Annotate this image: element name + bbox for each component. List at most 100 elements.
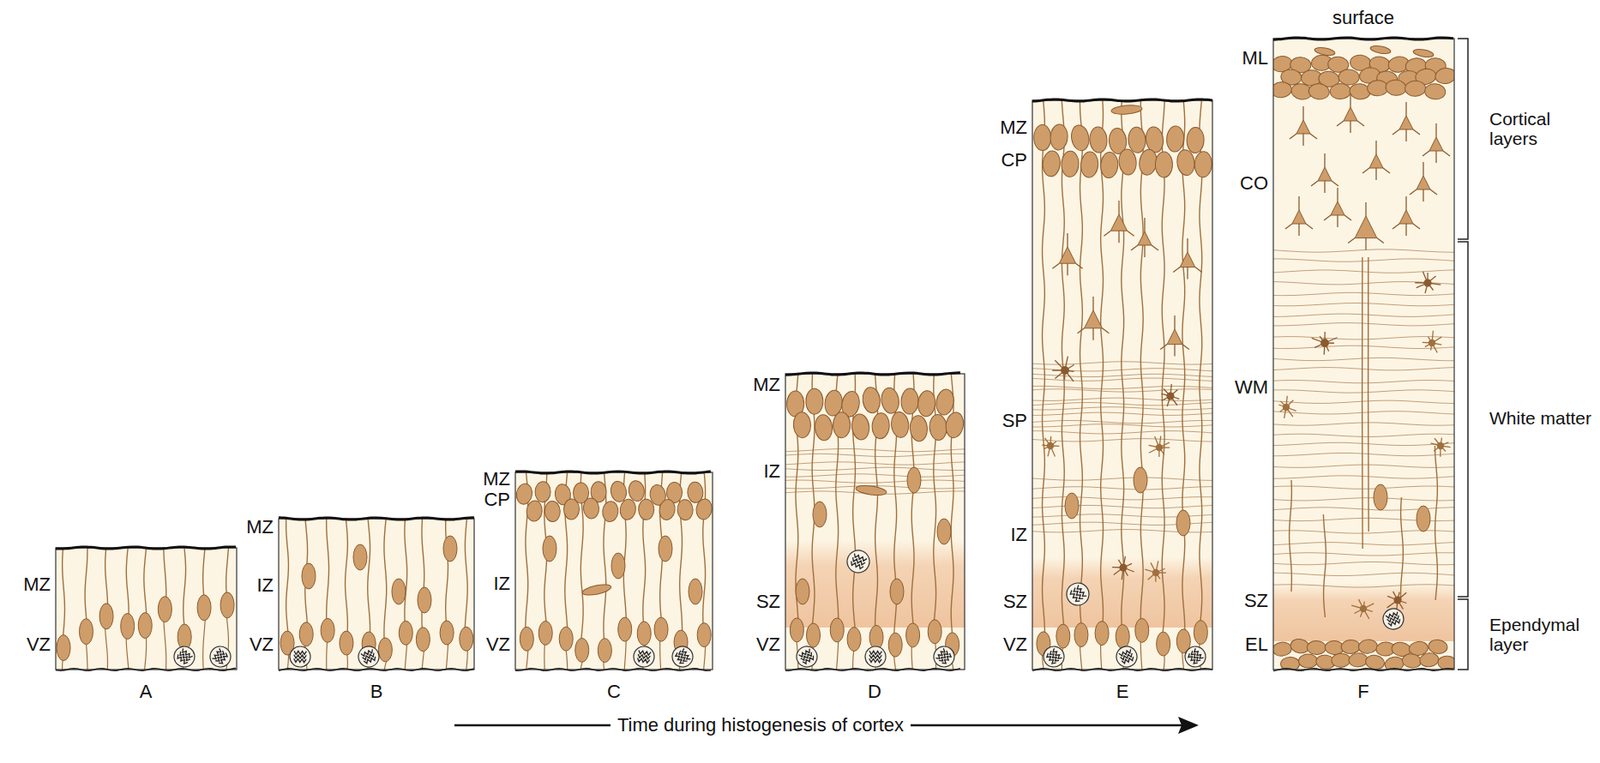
mitotic-cell-outline — [793, 643, 822, 670]
cell-body — [944, 410, 965, 440]
dendrite — [1076, 263, 1083, 269]
mitotic-cell — [631, 644, 656, 668]
radial-fiber — [1079, 645, 1082, 670]
bracket — [1457, 599, 1468, 670]
cell-body — [609, 480, 629, 504]
cell-body — [1338, 68, 1360, 85]
axon-fiber — [1273, 380, 1455, 384]
dendrite — [1118, 200, 1119, 215]
chromosome — [637, 649, 651, 656]
radial-fiber — [1140, 640, 1143, 670]
chromosome — [218, 653, 229, 666]
zone-label: SZ — [756, 591, 781, 613]
cell-body — [601, 500, 620, 524]
pyramidal-neuron — [1130, 217, 1159, 258]
chromosome — [802, 655, 816, 665]
cell-body — [1049, 123, 1069, 151]
glial-soma — [1423, 278, 1432, 287]
soma — [1416, 175, 1431, 190]
axon-fiber — [1273, 357, 1455, 361]
glial-cell — [1278, 396, 1296, 419]
dendrite — [1422, 150, 1430, 157]
axon — [1186, 267, 1188, 280]
dendrite — [1130, 245, 1138, 251]
zone-label: IZ — [1010, 524, 1028, 546]
axon-fiber — [1273, 553, 1455, 556]
chromosome — [1388, 619, 1402, 626]
cell-body — [861, 386, 882, 415]
zone-label: ML — [1241, 48, 1269, 69]
radial-fiber — [384, 518, 387, 640]
mitotic-cell — [667, 642, 697, 670]
cell-body — [1330, 653, 1351, 668]
dendrite — [1289, 133, 1297, 139]
cell-body — [1069, 123, 1091, 152]
dendrite — [1143, 217, 1145, 232]
dendrite — [1077, 328, 1085, 334]
cell-body — [1298, 654, 1318, 668]
glial-cell — [1112, 556, 1135, 580]
histology-panel — [781, 372, 967, 672]
radial-fiber — [144, 636, 147, 670]
chromosome — [1121, 656, 1135, 664]
histology-panel — [1028, 99, 1214, 672]
mitotic-cell — [1380, 606, 1407, 632]
cell-body — [581, 583, 612, 598]
cell-body — [1135, 618, 1149, 643]
cell-body — [657, 498, 677, 522]
glial-soma — [1166, 391, 1174, 400]
axon-fiber — [1273, 258, 1455, 262]
axon-fiber — [1273, 561, 1455, 565]
ventricular-surface — [785, 668, 961, 671]
time-arrow-head — [1178, 716, 1199, 734]
cell-body — [1034, 125, 1052, 151]
cell-body — [832, 412, 850, 439]
dendrite — [1336, 187, 1338, 202]
glial-cell — [1041, 436, 1059, 458]
axon — [1173, 344, 1175, 357]
zone-label: VZ — [26, 634, 51, 656]
cell-body — [1364, 654, 1385, 670]
axon-fiber — [1273, 498, 1455, 501]
dendrite — [1173, 315, 1175, 330]
glial-soma — [1359, 605, 1367, 613]
soma — [1084, 310, 1103, 329]
bracket-label: White matter — [1489, 408, 1592, 428]
cell-body — [1434, 66, 1455, 85]
cell-body — [1060, 150, 1079, 178]
cell-body — [398, 620, 413, 645]
mitotic-cell — [843, 547, 873, 577]
pial-surface — [515, 471, 711, 474]
cell-body — [138, 613, 152, 639]
cell-body — [99, 603, 114, 630]
cell-body — [695, 498, 713, 521]
panel-border — [1032, 100, 1213, 670]
chromosome — [637, 657, 650, 663]
panel-ground — [515, 472, 713, 670]
cell-body — [157, 596, 172, 623]
radial-fiber — [565, 649, 568, 670]
cell-body — [890, 410, 910, 439]
cell-body — [391, 578, 406, 605]
axon-fiber — [1273, 400, 1455, 404]
dendrite — [1405, 102, 1407, 116]
panel-border — [278, 518, 475, 670]
chromosome — [674, 652, 685, 665]
mitotic-cell — [929, 642, 959, 670]
pial-surface — [1273, 37, 1454, 40]
pyramidal-neuron — [1409, 162, 1438, 202]
cell-body — [353, 544, 367, 571]
glial-soma — [1437, 442, 1444, 450]
mitotic-cell-outline — [289, 646, 312, 668]
mitotic-cell — [289, 646, 312, 668]
axon-fiber — [1032, 439, 1213, 442]
radial-fiber — [1140, 100, 1143, 620]
cell-body — [1416, 505, 1431, 532]
panel-letter: D — [867, 681, 882, 703]
radial-fiber — [163, 619, 167, 670]
radial-fiber — [911, 645, 913, 670]
chromosome — [294, 655, 307, 660]
pyramidal-neuron — [1347, 202, 1384, 251]
mitotic-cell — [354, 643, 382, 670]
cell-body — [627, 480, 646, 503]
